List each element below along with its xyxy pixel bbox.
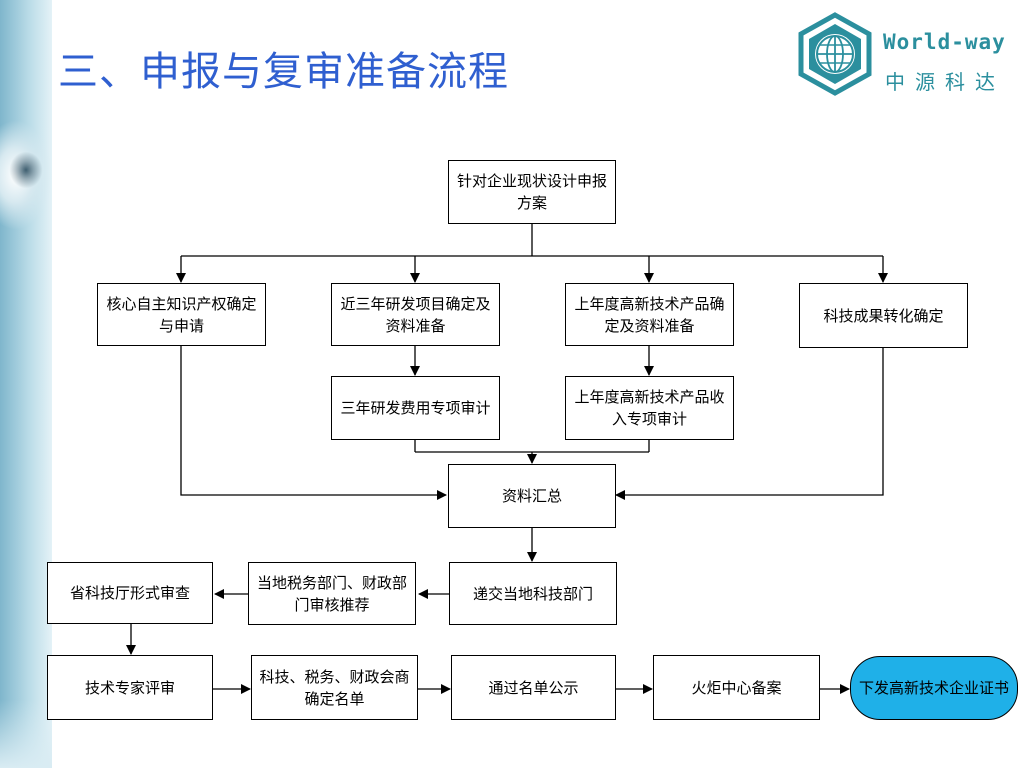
- flow-node-summary: 资料汇总: [448, 464, 616, 528]
- company-logo: World-way 中源科达: [793, 12, 1023, 102]
- page-title: 三、申报与复审准备流程: [58, 49, 509, 95]
- logo-english-text: World-way: [883, 30, 1006, 54]
- flow-node-local-review: 当地税务部门、财政部门审核推荐: [248, 562, 416, 625]
- connector-ip-to-summary: [180, 346, 447, 500]
- flow-node-products: 上年度高新技术产品确定及资料准备: [565, 283, 734, 346]
- flow-node-province-review: 省科技厅形式审查: [47, 562, 213, 624]
- decorative-side-bar: [0, 0, 52, 768]
- flow-node-publicity: 通过名单公示: [451, 655, 616, 720]
- flow-node-ip: 核心自主知识产权确定与申请: [97, 283, 266, 346]
- flow-node-submit: 递交当地科技部门: [449, 562, 617, 625]
- logo-chinese-text: 中源科达: [885, 70, 1005, 94]
- flow-node-rd-projects: 近三年研发项目确定及资料准备: [331, 283, 500, 346]
- flow-node-certificate: 下发高新技术企业证书: [850, 656, 1018, 720]
- flow-node-income-audit: 上年度高新技术产品收入专项审计: [565, 376, 734, 440]
- globe-hexagon-icon: [798, 12, 872, 96]
- flow-node-start: 针对企业现状设计申报方案: [448, 160, 616, 224]
- flow-node-transfer: 科技成果转化确定: [799, 283, 968, 348]
- flow-node-torch-record: 火炬中心备案: [653, 655, 820, 720]
- connector-transfer-to-summary: [615, 348, 884, 500]
- sparkle-core-decoration: [8, 150, 44, 190]
- flow-node-expert-review: 技术专家评审: [47, 655, 213, 720]
- flow-node-rd-audit: 三年研发费用专项审计: [331, 376, 500, 440]
- side-bar-fade: [0, 700, 52, 768]
- flow-node-joint-confirm: 科技、税务、财政会商确定名单: [251, 655, 418, 720]
